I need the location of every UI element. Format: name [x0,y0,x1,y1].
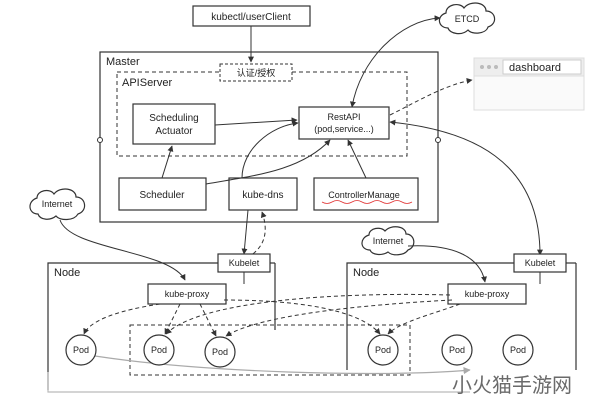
restapi-box: RestAPI (pod,service...) [298,106,390,140]
controller-manager-label: ControllerManage [328,190,400,200]
etcd-label: ETCD [455,14,480,24]
scheduling-actuator-line2: Actuator [155,126,193,137]
restapi-line1: RestAPI [327,112,360,122]
master-title: Master [106,56,140,68]
client-box: kubectl/userClient [192,5,311,27]
left-node-box: Node [47,262,276,390]
watermark-text: 小火猫手游网 [452,373,572,397]
right-pod-2: Pod [502,334,534,366]
dashboard-label: dashboard [509,62,561,74]
scheduler-label: Scheduler [139,190,185,201]
kube-dns-box: kube-dns [228,177,298,211]
scheduling-actuator-box: Scheduling Actuator [132,103,216,145]
right-node-box: Node [346,262,577,370]
apiserver-box [116,71,408,157]
right-pod-1: Pod [441,334,473,366]
left-kubelet-box: Kubelet [217,253,271,273]
etcd-cloud: ETCD [438,2,496,35]
svg-text:Pod: Pod [375,345,391,355]
right-pod-0: Pod [367,334,399,366]
svg-text:Pod: Pod [151,345,167,355]
auth-label: 认证/授权 [237,67,276,78]
restapi-line2: (pod,service...) [314,124,374,134]
svg-text:Pod: Pod [212,347,228,357]
scheduler-box: Scheduler [118,177,207,211]
right-kube-proxy-box: kube-proxy [447,283,527,305]
left-pod-1: Pod [143,334,175,366]
internet-left-cloud: Internet [29,188,86,221]
svg-text:Pod: Pod [73,345,89,355]
kube-dns-label: kube-dns [242,190,283,201]
client-label: kubectl/userClient [211,12,291,23]
right-kube-proxy-label: kube-proxy [465,289,510,299]
service-group-box [129,324,411,376]
left-pod-2: Pod [204,336,236,368]
left-kube-proxy-label: kube-proxy [165,289,210,299]
svg-text:Pod: Pod [510,345,526,355]
svg-text:Pod: Pod [449,345,465,355]
controller-manager-box: ControllerManage [313,177,419,211]
left-pod-0: Pod [65,334,97,366]
dashboard-window: dashboard [473,57,585,111]
auth-box [219,63,293,82]
internet-left-label: Internet [42,199,73,209]
left-node-title: Node [54,267,80,279]
left-kubelet-label: Kubelet [229,258,260,268]
apiserver-title: APIServer [122,77,172,89]
left-kube-proxy-box: kube-proxy [147,283,227,305]
right-node-title: Node [353,267,379,279]
right-kubelet-label: Kubelet [525,258,556,268]
internet-right-label: Internet [373,236,404,246]
internet-right-cloud: Internet [361,226,415,256]
scheduling-actuator-line1: Scheduling [149,113,198,124]
right-kubelet-box: Kubelet [513,253,567,273]
